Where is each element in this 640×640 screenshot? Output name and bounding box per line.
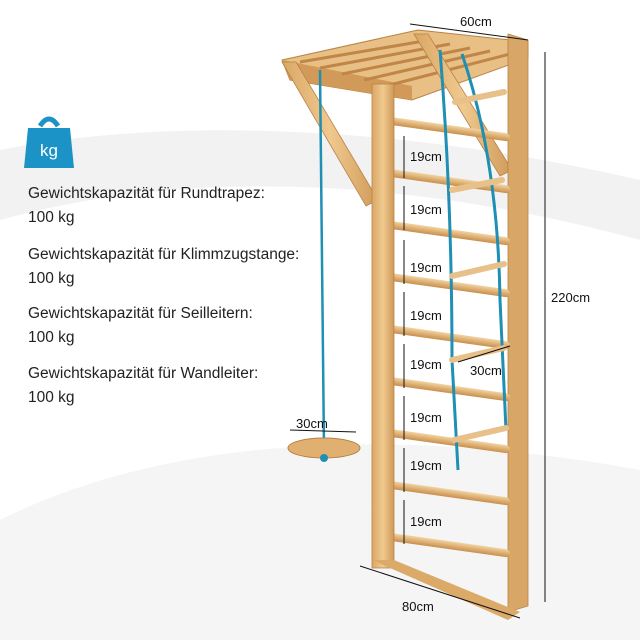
disc-swing — [287, 69, 361, 462]
spec-item-rope-ladder: Gewichtskapazität für Seilleitern: 100 k… — [28, 302, 253, 350]
spec-item-wall-bars: Gewichtskapazität für Wandleiter: 100 kg — [28, 362, 258, 410]
spec-item-trapeze: Gewichtskapazität für Rundtrapez: 100 kg — [28, 182, 265, 230]
spec-label: Gewichtskapazität für Klimmzugstange: — [28, 246, 300, 263]
rung-spacing-label: 19cm — [410, 308, 442, 323]
left-post — [371, 83, 395, 569]
spec-value: 100 kg — [28, 389, 75, 406]
rung-spacing-labels: 19cm 19cm 19cm 19cm 19cm 19cm 19cm 19cm — [410, 149, 442, 529]
spec-item-pullup-bar: Gewichtskapazität für Klimmzugstange: 10… — [28, 243, 299, 291]
dimension-rope-ladder-width: 30cm — [470, 363, 502, 378]
wall-bar-rungs — [380, 115, 510, 558]
kettlebell-weight-icon: kg — [24, 116, 74, 168]
spec-label: Gewichtskapazität für Wandleiter: — [28, 365, 259, 382]
dimension-lines — [289, 23, 546, 619]
rung-spacing-label: 19cm — [410, 149, 442, 164]
rung-spacing-label: 19cm — [410, 260, 442, 275]
rung-spacing-label: 19cm — [410, 458, 442, 473]
rung-spacing-label: 19cm — [410, 357, 442, 372]
rung-spacing-label: 19cm — [410, 202, 442, 217]
right-post — [507, 33, 529, 613]
rung-spacing-label: 19cm — [410, 410, 442, 425]
spec-label: Gewichtskapazität für Seilleitern: — [28, 305, 253, 322]
badge-unit: kg — [40, 141, 58, 160]
rope-ladder — [438, 49, 509, 471]
dimension-disc-diameter: 30cm — [296, 416, 328, 431]
top-climbing-rack — [281, 29, 529, 207]
spec-value: 100 kg — [28, 209, 75, 226]
dimension-height: 220cm — [551, 290, 590, 305]
spec-label: Gewichtskapazität für Rundtrapez: — [28, 185, 265, 202]
spec-value: 100 kg — [28, 270, 75, 287]
dimension-width: 80cm — [402, 599, 434, 614]
spec-value: 100 kg — [28, 329, 75, 346]
bottom-rail — [372, 560, 520, 620]
weight-capacity-badge: kg — [22, 112, 76, 170]
dimension-top-depth: 60cm — [460, 14, 492, 29]
rung-spacing-label: 19cm — [410, 514, 442, 529]
